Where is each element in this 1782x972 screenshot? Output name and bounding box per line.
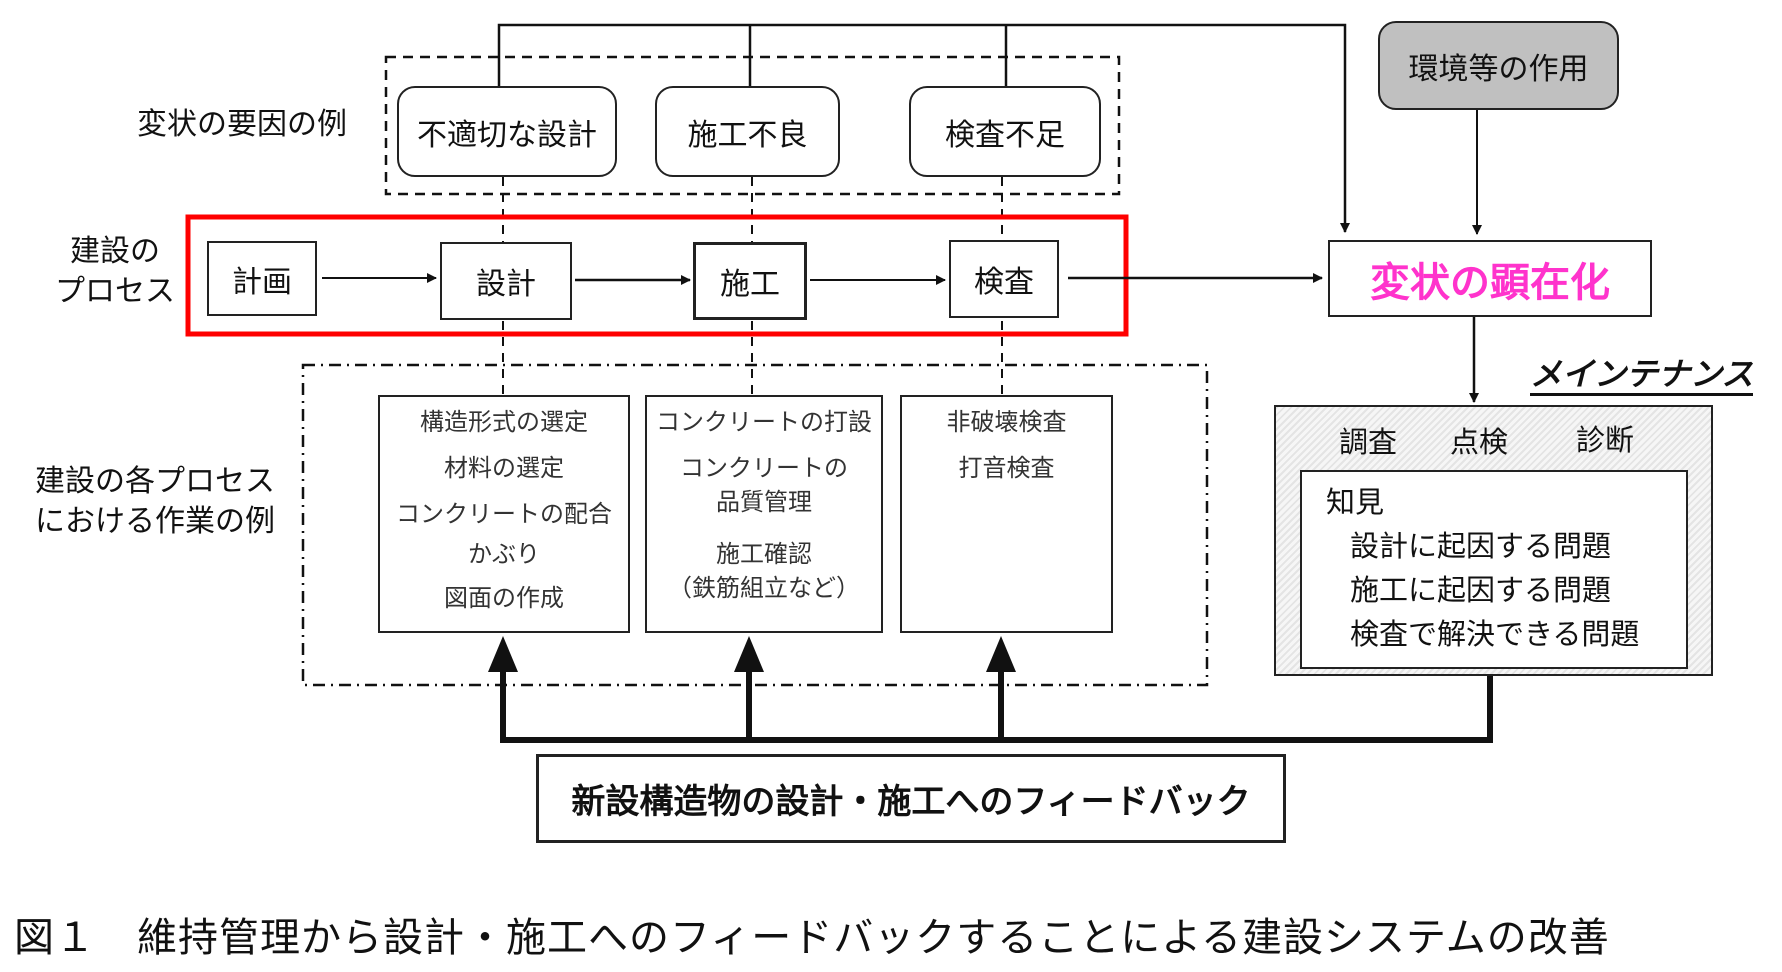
work-item: （鉄筋組立など） <box>668 574 860 602</box>
work-box-inspection: 非破壊検査 打音検査 <box>900 395 1113 633</box>
maintenance-heading: メインテナンス <box>1530 355 1754 396</box>
activity-survey: 調査 <box>1339 425 1398 459</box>
work-label: 建設の各プロセス における作業の例 <box>35 462 275 542</box>
work-item: 打音検査 <box>958 454 1055 482</box>
work-item: 材料の選定 <box>444 454 564 482</box>
causes-group-frame <box>384 55 1121 196</box>
cause-insufficient-inspection: 検査不足 <box>909 86 1101 177</box>
process-highlight-frame <box>185 214 1129 337</box>
knowledge-title: 知見 <box>1326 485 1385 519</box>
work-item: 品質管理 <box>716 488 812 516</box>
environment-box: 環境等の作用 <box>1378 21 1619 110</box>
work-item: 施工確認 <box>716 540 812 568</box>
work-item: 図面の作成 <box>444 584 564 612</box>
process-label: 建設の プロセス <box>55 232 175 312</box>
process-design: 設計 <box>440 242 572 320</box>
work-box-design: 構造形式の選定 材料の選定 コンクリートの配合 かぶり 図面の作成 <box>378 395 630 633</box>
work-label-line2: における作業の例 <box>35 504 275 539</box>
causes-label: 変状の要因の例 <box>137 107 347 142</box>
cause-improper-design: 不適切な設計 <box>397 86 617 177</box>
feedback-loop <box>500 668 1493 743</box>
work-item: 非破壊検査 <box>946 408 1067 436</box>
figure-caption: 図１ 維持管理から設計・施工へのフィードバックすることによる建設システムの改善 <box>14 915 1610 961</box>
work-item: コンクリートの <box>680 454 848 482</box>
process-inspection: 検査 <box>949 240 1059 318</box>
process-label-line1: 建設の <box>70 234 160 269</box>
work-group-frame <box>301 363 1209 687</box>
knowledge-item: 施工に起因する問題 <box>1350 573 1612 607</box>
manifestation-box: 変状の顕在化 <box>1328 240 1652 317</box>
work-item: 構造形式の選定 <box>420 408 588 436</box>
process-plan: 計画 <box>207 241 317 316</box>
feedback-box: 新設構造物の設計・施工へのフィードバック <box>536 754 1286 843</box>
process-label-line2: プロセス <box>55 274 175 309</box>
feedback-arrowhead-inspection <box>986 636 1016 672</box>
knowledge-item: 設計に起因する問題 <box>1350 529 1612 563</box>
activity-check: 点検 <box>1450 425 1509 459</box>
cause-poor-construction: 施工不良 <box>655 86 840 177</box>
feedback-arrowhead-design <box>488 636 518 672</box>
work-item: かぶり <box>468 540 540 568</box>
top-connector <box>497 23 1350 233</box>
activity-diagnosis: 診断 <box>1576 423 1635 457</box>
feedback-arrowhead-construction <box>734 636 764 672</box>
maintenance-box: 調査 点検 診断 知見 設計に起因する問題 施工に起因する問題 検査で解決できる… <box>1274 405 1713 676</box>
work-item: コンクリートの打設 <box>656 408 872 436</box>
work-item: コンクリートの配合 <box>396 500 612 528</box>
knowledge-box: 知見 設計に起因する問題 施工に起因する問題 検査で解決できる問題 <box>1300 470 1688 669</box>
knowledge-item: 検査で解決できる問題 <box>1350 617 1640 651</box>
work-box-construction: コンクリートの打設 コンクリートの 品質管理 施工確認 （鉄筋組立など） <box>645 395 883 633</box>
process-construction: 施工 <box>693 242 807 320</box>
work-label-line1: 建設の各プロセス <box>35 464 275 499</box>
